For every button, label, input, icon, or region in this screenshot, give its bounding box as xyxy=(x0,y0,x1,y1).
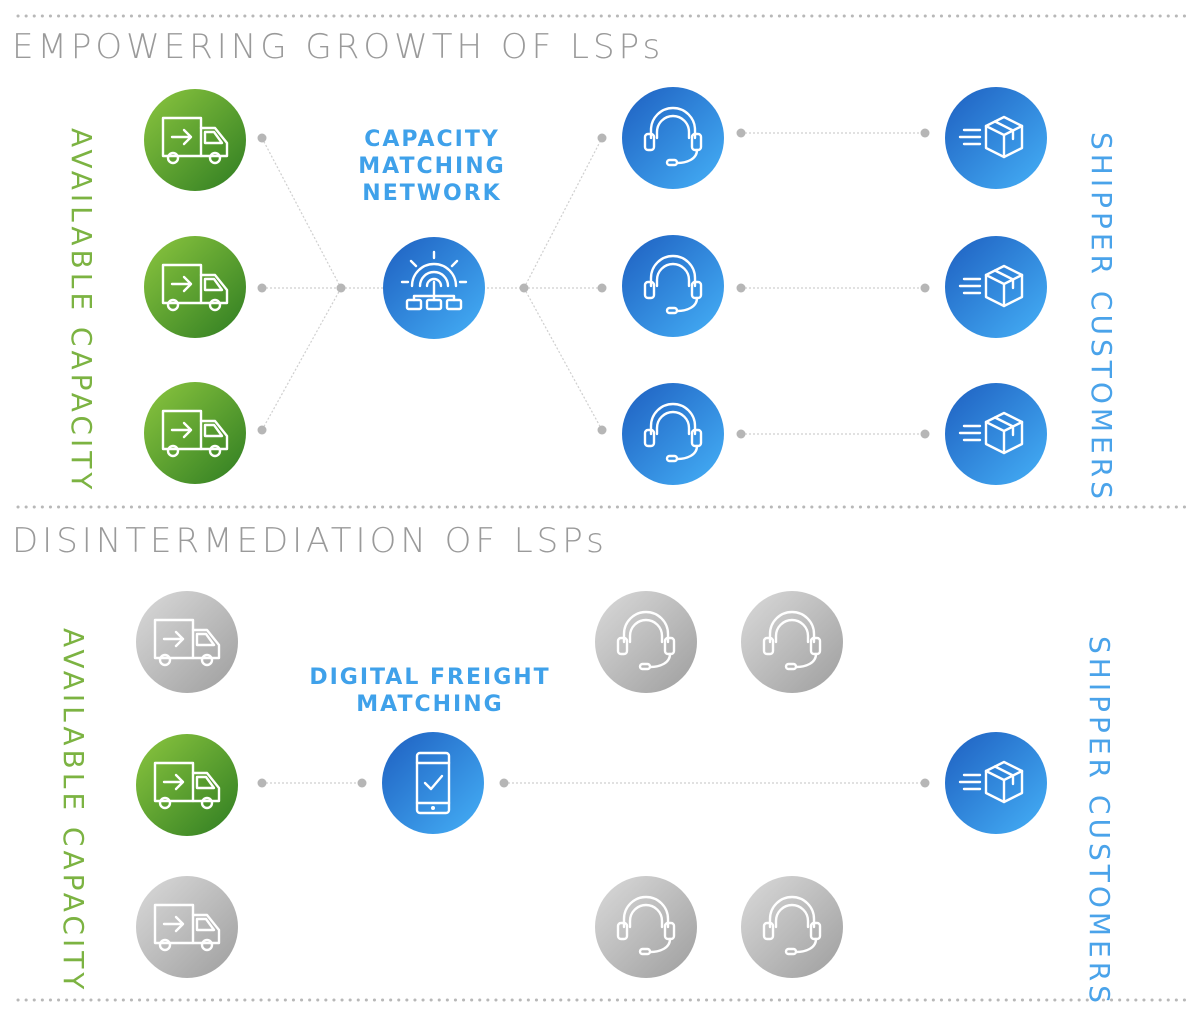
section-2-carrier-1-inactive xyxy=(136,591,238,693)
section-2-broker-2-inactive xyxy=(741,591,843,693)
digital-freight-matching-node xyxy=(382,732,484,834)
section-1-shipper-2 xyxy=(945,236,1047,338)
center-label-line-2: MATCHING xyxy=(356,692,503,717)
section-2-heading: DISINTERMEDIATION OF LSPs xyxy=(12,521,608,561)
center-label-line-2: MATCHING xyxy=(358,154,505,179)
section-2-broker-4-inactive xyxy=(741,876,843,978)
section-2-connectors xyxy=(257,778,930,788)
section-1-carrier-3 xyxy=(144,382,246,484)
section-1-shipper-1 xyxy=(945,87,1047,189)
section-2-left-label: AVAILABLE CAPACITY xyxy=(57,628,90,993)
section-1-broker-1 xyxy=(622,87,724,189)
section-2-right-label: SHIPPER CUSTOMERS xyxy=(1083,636,1116,1007)
section-1-right-label: SHIPPER CUSTOMERS xyxy=(1085,132,1118,503)
section-2-shipper xyxy=(945,732,1047,834)
section-1-left-label: AVAILABLE CAPACITY xyxy=(65,128,98,493)
section-1-broker-3 xyxy=(622,383,724,485)
section-2-carrier-3-inactive xyxy=(136,876,238,978)
section-1-carrier-2 xyxy=(144,236,246,338)
section-1-broker-2 xyxy=(622,235,724,337)
capacity-matching-network-node xyxy=(383,237,485,339)
section-1-connectors xyxy=(257,128,930,439)
section-1-heading: EMPOWERING GROWTH OF LSPs xyxy=(12,27,664,67)
section-1-carrier-1 xyxy=(144,89,246,191)
center-label-line-3: NETWORK xyxy=(362,181,501,206)
section-2-broker-1-inactive xyxy=(595,591,697,693)
section-1-shipper-3 xyxy=(945,383,1047,485)
section-2-broker-3-inactive xyxy=(595,876,697,978)
section-2-carrier-2 xyxy=(136,734,238,836)
center-label-line-1: DIGITAL FREIGHT xyxy=(309,665,550,690)
center-label-line-1: CAPACITY xyxy=(364,127,500,152)
